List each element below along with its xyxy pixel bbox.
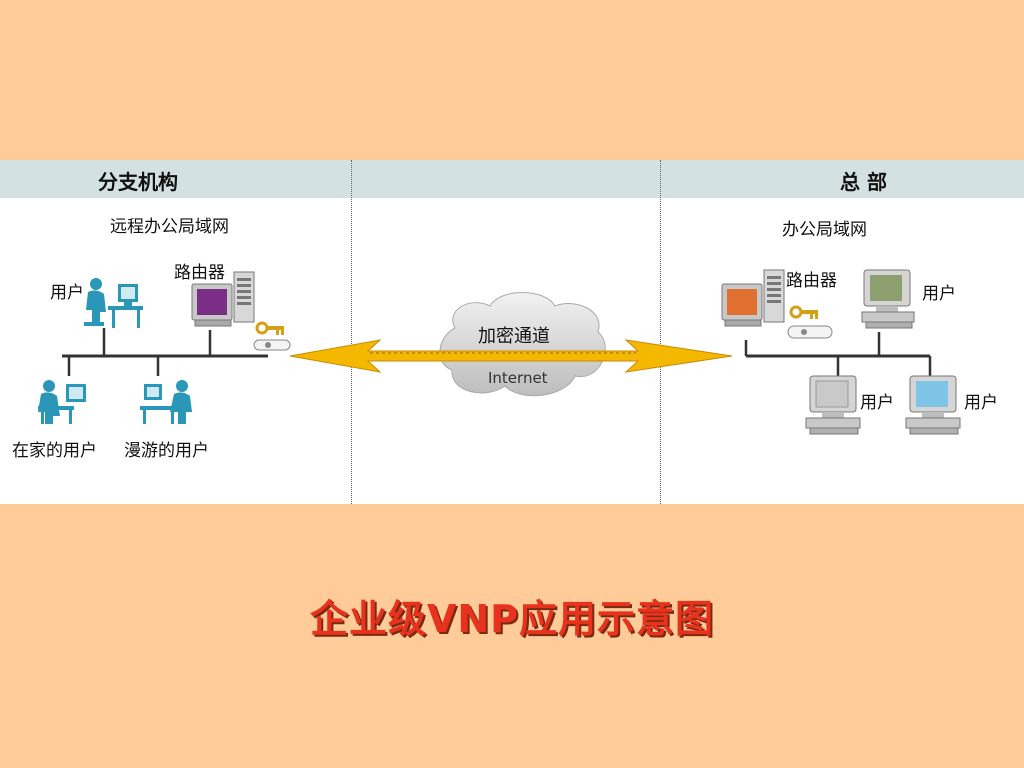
divider-left [351, 160, 352, 504]
hq-user-computer-2 [805, 375, 861, 435]
slide-caption: 企业级VNP应用示意图 [309, 597, 715, 641]
hq-user-label-1: 用户 [922, 284, 956, 304]
hq-user-computer-3 [905, 375, 961, 435]
hq-user-computer-1 [861, 269, 915, 329]
branch-router-icon [191, 271, 255, 327]
branch-user-label: 用户 [50, 283, 84, 303]
header-bar: 分支机构 总 部 [0, 160, 1024, 198]
diagram-panel: 分支机构 总 部 [0, 160, 1024, 504]
hq-lan-label: 办公局域网 [782, 220, 867, 240]
home-user-icon [38, 380, 86, 424]
roaming-user-label: 漫游的用户 [124, 441, 209, 461]
hq-router-icon [721, 269, 785, 327]
branch-key-icon [253, 321, 291, 351]
home-user-label: 在家的用户 [12, 441, 97, 461]
internet-cloud [439, 292, 606, 397]
hq-key-icon [787, 305, 833, 339]
divider-right [660, 160, 661, 504]
roaming-user-icon [140, 380, 192, 424]
hq-lan-bus [744, 332, 932, 378]
network-diagram [38, 269, 961, 435]
branch-lan-bus [62, 328, 268, 376]
tunnel-label: 加密通道 [478, 326, 550, 347]
encrypted-tunnel-arrow [289, 339, 733, 373]
branch-lan-label: 远程办公局域网 [110, 217, 229, 237]
hq-user-label-2: 用户 [860, 393, 894, 413]
internet-label: Internet [488, 369, 548, 387]
branch-router-label: 路由器 [174, 263, 225, 283]
hq-user-label-3: 用户 [964, 393, 998, 413]
headquarters-header: 总 部 [840, 170, 887, 194]
branch-user-icon [84, 278, 143, 328]
branch-header: 分支机构 [98, 170, 178, 194]
hq-router-label: 路由器 [786, 271, 837, 291]
